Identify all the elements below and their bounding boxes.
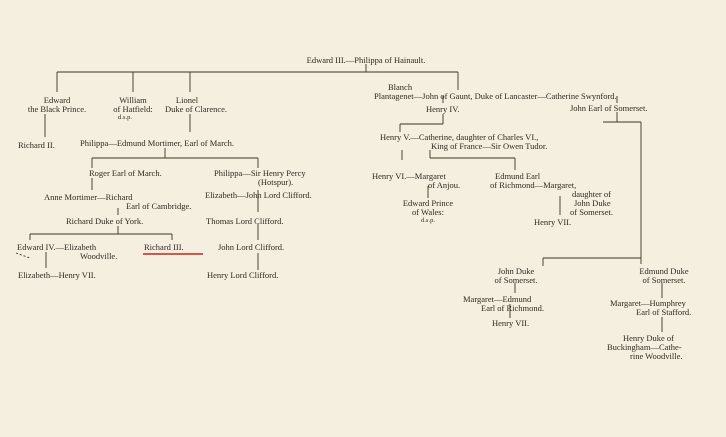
- node-richard-ii: Richard II.: [18, 140, 55, 150]
- node-henry-vii-richmond: Henry VII.: [534, 217, 572, 227]
- node-elizabeth-clifford: Elizabeth—John Lord Clifford.: [205, 190, 312, 200]
- node-earl-stafford: Earl of Stafford.: [636, 307, 692, 317]
- node-woodville: Woodville.: [80, 251, 118, 261]
- node-edward-black-prince-name: Edward: [43, 95, 71, 105]
- node-lionel-name: Lionel: [175, 95, 199, 105]
- node-edmund-richmond-4: John Duke: [574, 198, 611, 208]
- node-richard-iii: Richard III.: [144, 242, 184, 252]
- node-gaunt-line: Plantagenet—John of Gaunt, Duke of Lanca…: [374, 91, 617, 101]
- node-edmund-richmond-1: Edmund Earl: [495, 171, 541, 181]
- node-edmund-richmond-2: of Richmond—Margaret,: [490, 180, 577, 190]
- node-lionel-title: Duke of Clarence.: [164, 104, 228, 114]
- node-henry-buckingham-2: Buckingham—Cathe-: [607, 342, 682, 352]
- node-william-title: of Hatfield:: [113, 104, 153, 114]
- node-edmund-duke-2: of Somerset.: [642, 275, 686, 285]
- node-henry-v: Henry V.—Catherine, daughter of Charles …: [380, 132, 539, 142]
- node-henry-clifford: Henry Lord Clifford.: [207, 270, 279, 280]
- node-john-clifford: John Lord Clifford.: [218, 242, 285, 252]
- node-thomas-clifford: Thomas Lord Clifford.: [206, 216, 284, 226]
- node-edward-black-prince-title: the Black Prince.: [27, 104, 87, 114]
- node-edward-prince-2: of Wales:: [412, 207, 444, 217]
- node-edward-prince-1: Edward Prince: [402, 198, 454, 208]
- node-william-name: William: [119, 95, 147, 105]
- node-henry-v-catherine: King of France—Sir Owen Tudor.: [431, 141, 548, 151]
- node-roger: Roger Earl of March.: [89, 168, 162, 178]
- node-anne-mortimer: Anne Mortimer—Richard: [44, 192, 133, 202]
- node-henry-buckingham-1: Henry Duke of: [623, 333, 674, 343]
- node-henry-vii-somerset: Henry VII.: [492, 318, 530, 328]
- node-margaret-humphrey: Margaret—Humphrey: [610, 298, 686, 308]
- node-edward-prince-dsp: d.s.p.: [421, 217, 435, 224]
- node-blanch-name: Blanch: [388, 82, 413, 92]
- node-john-earl-somerset: John Earl of Somerset.: [570, 103, 648, 113]
- node-henry-vi: Henry VI.—Margaret: [372, 171, 446, 181]
- node-philippa-mortimer: Philippa—Edmund Mortimer, Earl of March.: [80, 138, 235, 148]
- node-hotspur: (Hotspur).: [258, 177, 294, 187]
- node-edmund-richmond-5: of Somerset.: [570, 207, 613, 217]
- node-edward-iii: Edward III.—Philippa of Hainault.: [306, 55, 426, 65]
- node-john-duke-1: John Duke: [497, 266, 535, 276]
- node-earl-richmond: Earl of Richmond.: [481, 303, 545, 313]
- node-henry-iv: Henry IV.: [426, 104, 460, 114]
- node-earl-cambridge: Earl of Cambridge.: [126, 201, 192, 211]
- node-edmund-richmond-3: daughter of: [572, 189, 611, 199]
- node-philippa-percy: Philippa—Sir Henry Percy: [214, 168, 306, 178]
- node-john-duke-2: of Somerset.: [494, 275, 538, 285]
- node-elizabeth-henry-vii: Elizabeth—Henry VII.: [18, 270, 96, 280]
- node-henry-vi-anjou: of Anjou.: [428, 180, 461, 190]
- node-edmund-duke-1: Edmund Duke: [639, 266, 689, 276]
- node-edward-iv: Edward IV.—Elizabeth: [17, 242, 97, 252]
- node-william-dsp: d.s.p.: [118, 114, 132, 121]
- node-richard-york: Richard Duke of York.: [66, 216, 144, 226]
- node-henry-buckingham-3: rine Woodville.: [630, 351, 683, 361]
- node-margaret-edmund: Margaret—Edmund: [463, 294, 532, 304]
